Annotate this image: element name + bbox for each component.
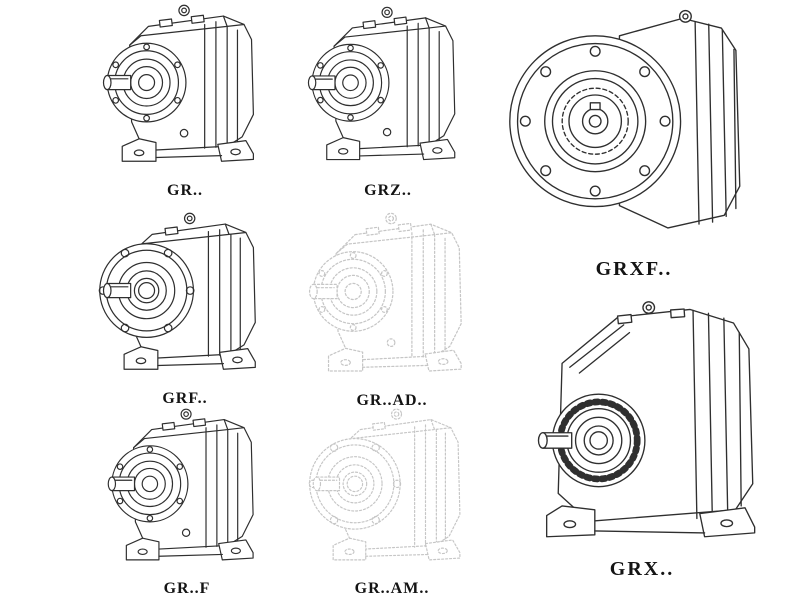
gearbox-figure-gr-am: GR..AM.. <box>292 406 492 598</box>
gearbox-label-grxf: GRXF.. <box>595 258 673 280</box>
gearbox-drawing-grf <box>82 210 288 388</box>
gearbox-drawing-gr-ad <box>292 210 492 390</box>
gearbox-label-gr: GR.. <box>167 182 203 199</box>
gearbox-label-gr-ad: GR..AD.. <box>356 392 428 409</box>
gearbox-figure-gr-f: GR..F <box>82 406 292 598</box>
gearbox-drawing-gr <box>82 2 288 180</box>
gearbox-drawing-grx <box>502 296 782 556</box>
gearbox-drawing-gr-am <box>292 406 492 578</box>
gearbox-label-grz: GRZ.. <box>364 182 412 199</box>
gearbox-figure-grf: GRF.. <box>82 210 288 408</box>
gearbox-figure-grx: GRX.. <box>498 296 786 581</box>
gearbox-label-grx: GRX.. <box>609 558 675 580</box>
gearbox-drawing-gr-f <box>84 406 290 578</box>
gearbox-figure-gr-ad: GR..AD.. <box>292 210 492 410</box>
gearbox-label-gr-f: GR..F <box>163 580 211 597</box>
gearbox-drawing-grz <box>292 2 484 180</box>
gearbox-figure-grxf: GRXF.. <box>498 0 770 281</box>
gearbox-label-grf: GRF.. <box>162 390 208 407</box>
gearbox-figure-grz: GRZ.. <box>292 2 484 200</box>
gearbox-label-gr-am: GR..AM.. <box>354 580 430 597</box>
gearbox-drawing-grxf <box>503 0 765 256</box>
gearbox-figure-gr: GR.. <box>82 2 288 200</box>
